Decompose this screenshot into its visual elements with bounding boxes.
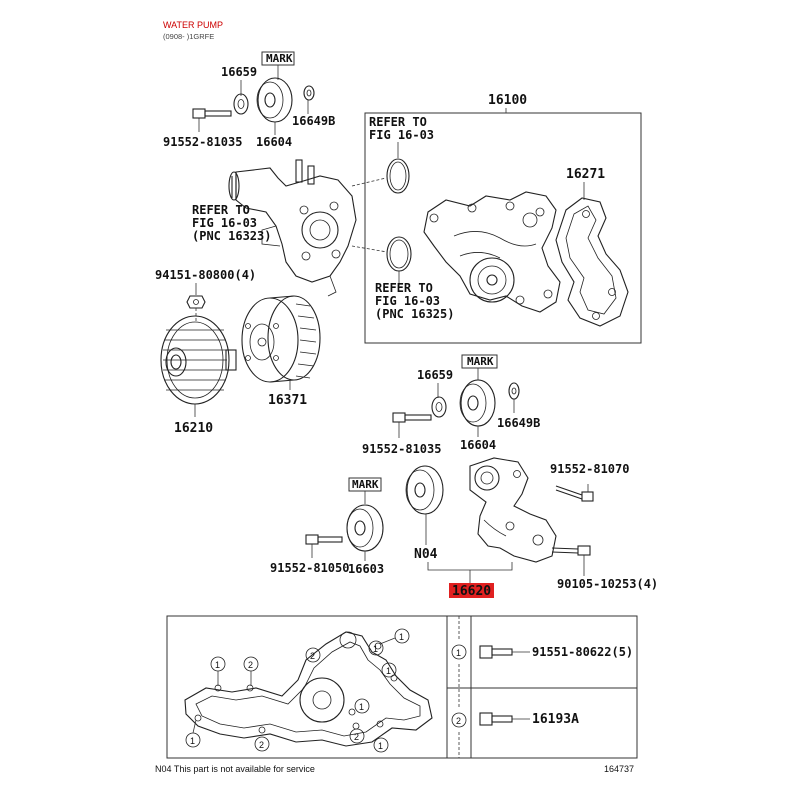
- callout-1-a: 1: [210, 656, 226, 686]
- cap-16649b-mid: [508, 382, 520, 400]
- diagram-title: WATER PUMP: [163, 20, 223, 30]
- svg-text:1: 1: [359, 702, 364, 712]
- svg-text:1: 1: [373, 644, 378, 654]
- legend-row-1-part[interactable]: 91551-80622(5): [532, 645, 633, 659]
- washer-16659-mid: [431, 396, 447, 418]
- part-label-91552-81035-top[interactable]: 91552-81035: [163, 135, 242, 149]
- svg-text:2: 2: [259, 740, 264, 750]
- legend-row-1: 1 91551-80622(5): [451, 644, 633, 660]
- refer-note-3-line2: FIG 16-03: [375, 294, 440, 308]
- svg-text:1: 1: [190, 736, 195, 746]
- legend-row-2-num: 2: [456, 716, 461, 726]
- part-label-94151[interactable]: 94151-80800(4): [155, 268, 256, 282]
- callout-2-c: 2: [254, 736, 270, 752]
- part-label-16271[interactable]: 16271: [566, 167, 605, 182]
- tensioner-bracket: [469, 457, 557, 563]
- legend-row-2-part[interactable]: 16193A: [532, 712, 579, 727]
- nut-94151: [186, 295, 206, 322]
- diagram-subtitle: (0908- )1GRFE: [163, 32, 214, 41]
- svg-text:1: 1: [378, 741, 383, 751]
- o-ring-upper: [386, 158, 410, 194]
- washer-16659-top: [233, 93, 249, 115]
- callout-1-b: 1: [379, 628, 410, 645]
- part-label-16620[interactable]: 16620: [452, 584, 491, 599]
- idler-group-mid: MARK 16659 16604 16649B 91552-81035: [362, 354, 540, 456]
- svg-text:1: 1: [215, 660, 220, 670]
- bolt-91552-81050: [305, 534, 343, 558]
- fan-clutch-16210: [160, 315, 237, 405]
- refer-note-1-line2: FIG 16-03: [369, 128, 434, 142]
- svg-text:2: 2: [310, 651, 315, 661]
- mark-label-low: MARK: [352, 478, 379, 491]
- legend-row-2: 2 16193A: [451, 712, 579, 728]
- part-label-16659-mid[interactable]: 16659: [417, 368, 453, 382]
- callout-2-b: 2: [305, 647, 321, 663]
- legend-row-1-num: 1: [456, 648, 461, 658]
- inset-panel: [166, 615, 638, 759]
- bolt-90105: [551, 545, 591, 576]
- gasket-16271: [555, 197, 629, 327]
- idler-group-top: MARK 16659 16604 16649B 91552-81035: [163, 51, 335, 149]
- callout-1-g: 1: [373, 737, 389, 753]
- svg-text:2: 2: [248, 660, 253, 670]
- highlight-16620: [449, 583, 494, 598]
- refer-note-2-line3: (PNC 16323): [192, 229, 271, 243]
- part-label-16371[interactable]: 16371: [268, 393, 307, 408]
- mark-box-mid: [461, 354, 498, 369]
- part-label-n04[interactable]: N04: [414, 547, 438, 562]
- part-label-16649b-top[interactable]: 16649B: [292, 114, 335, 128]
- pulley-16371: [241, 295, 321, 383]
- callout-1-f: 1: [354, 698, 370, 714]
- refer-note-2-line1: REFER TO: [192, 203, 250, 217]
- part-label-16604-top[interactable]: 16604: [256, 135, 292, 149]
- part-label-90105[interactable]: 90105-10253(4): [557, 577, 658, 591]
- callout-2-a: 2: [243, 656, 259, 686]
- idler-pulley-n04: [405, 465, 444, 515]
- part-label-91552-81070[interactable]: 91552-81070: [550, 462, 629, 476]
- callout-1-c: 1: [368, 640, 384, 656]
- o-ring-lower: [386, 236, 412, 272]
- callout-2-d: 2: [349, 728, 365, 744]
- water-pump-assy-box: [364, 112, 642, 344]
- mark-label-top: MARK: [266, 52, 293, 65]
- part-label-91552-81050[interactable]: 91552-81050: [270, 561, 349, 575]
- water-inlet-housing: [228, 159, 357, 297]
- svg-text:1: 1: [386, 666, 391, 676]
- bolt-icon: [479, 645, 493, 659]
- gasket-outline-inset: [184, 631, 433, 747]
- svg-text:2: 2: [354, 732, 359, 742]
- bolt-91552-81035-top: [192, 108, 232, 132]
- water-pump-body: [423, 191, 561, 313]
- part-label-16604-mid[interactable]: 16604: [460, 438, 496, 452]
- part-label-16603[interactable]: 16603: [348, 562, 384, 576]
- part-label-16649b-mid[interactable]: 16649B: [497, 416, 540, 430]
- svg-text:1: 1: [399, 632, 404, 642]
- refer-note-2-line2: FIG 16-03: [192, 216, 257, 230]
- refer-note-3-line1: REFER TO: [375, 281, 433, 295]
- callout-1-d: 1: [381, 662, 397, 678]
- bolt-91552-81070: [555, 484, 594, 502]
- cap-16649b-top: [303, 85, 315, 101]
- figure-number: 164737: [604, 764, 634, 774]
- callout-1-e: 1: [185, 719, 201, 748]
- bolt-91552-81035-mid: [392, 412, 432, 438]
- mark-label-mid: MARK: [467, 355, 494, 368]
- part-label-16659-top[interactable]: 16659: [221, 65, 257, 79]
- idler-group-low: MARK 16603 91552-81050: [270, 477, 384, 576]
- refer-note-1-line1: REFER TO: [369, 115, 427, 129]
- footer-note: N04 This part is not available for servi…: [155, 764, 315, 774]
- refer-note-3-line3: (PNC 16325): [375, 307, 454, 321]
- part-label-91552-81035-mid[interactable]: 91552-81035: [362, 442, 441, 456]
- bolt-icon: [479, 712, 493, 726]
- part-label-16210[interactable]: 16210: [174, 421, 213, 436]
- part-label-16100[interactable]: 16100: [488, 93, 527, 108]
